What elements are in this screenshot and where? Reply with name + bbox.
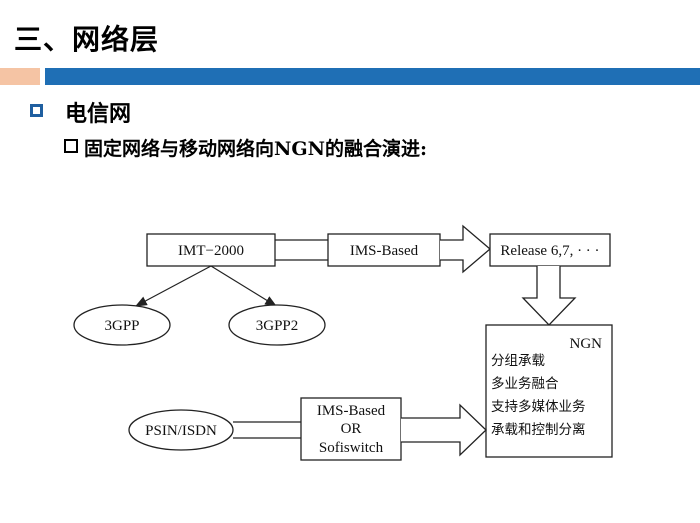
section-heading: 电信网 [65,102,132,127]
ngn-line-4: 承载和控制分离 [491,421,586,438]
3gpp-label: 3GPP [104,318,139,334]
ims-or-line-1: IMS-Based [317,403,386,419]
block-arrow-imsor-ngn [401,403,487,457]
ngn-line-1: 分组承载 [491,353,545,369]
ngn-line-3: 支持多媒体业务 [491,398,586,415]
3gpp2-label: 3GPP2 [256,318,299,334]
arrow-to-3gpp [134,265,212,307]
ngn-title: NGN [570,336,603,352]
ims-or-line-2: OR [341,421,362,437]
ngn-line-2: 多业务融合 [491,375,559,392]
square-bullet-icon-small [64,139,78,153]
square-bullet-icon [30,104,43,117]
block-arrow-release-ngn [521,266,577,326]
3gpp-ellipse [73,304,171,346]
pstn-ellipse [128,409,234,451]
block-arrow-ims-release [440,224,492,274]
slide-title: 三、网络层 [14,23,160,56]
pstn-label: PSIN/ISDN [145,423,217,439]
ngn-box [485,324,613,458]
release-label: Release 6,7, · · · [500,243,599,259]
arrow-to-3gpp2 [210,265,278,307]
header-accent-bar-left [0,68,40,85]
release-box [489,233,611,267]
ims-or-line-3: Sofiswitch [319,440,384,456]
3gpp2-ellipse [228,304,326,346]
ims-based-top-label: IMS-Based [350,243,419,259]
imt2000-box [146,233,276,267]
ims-based-top-box [327,233,441,267]
subsection-heading: 固定网络与移动网络向NGN的融合演进: [84,138,427,160]
header-accent-bar-right [45,68,700,85]
imt2000-label: IMT−2000 [178,243,244,259]
